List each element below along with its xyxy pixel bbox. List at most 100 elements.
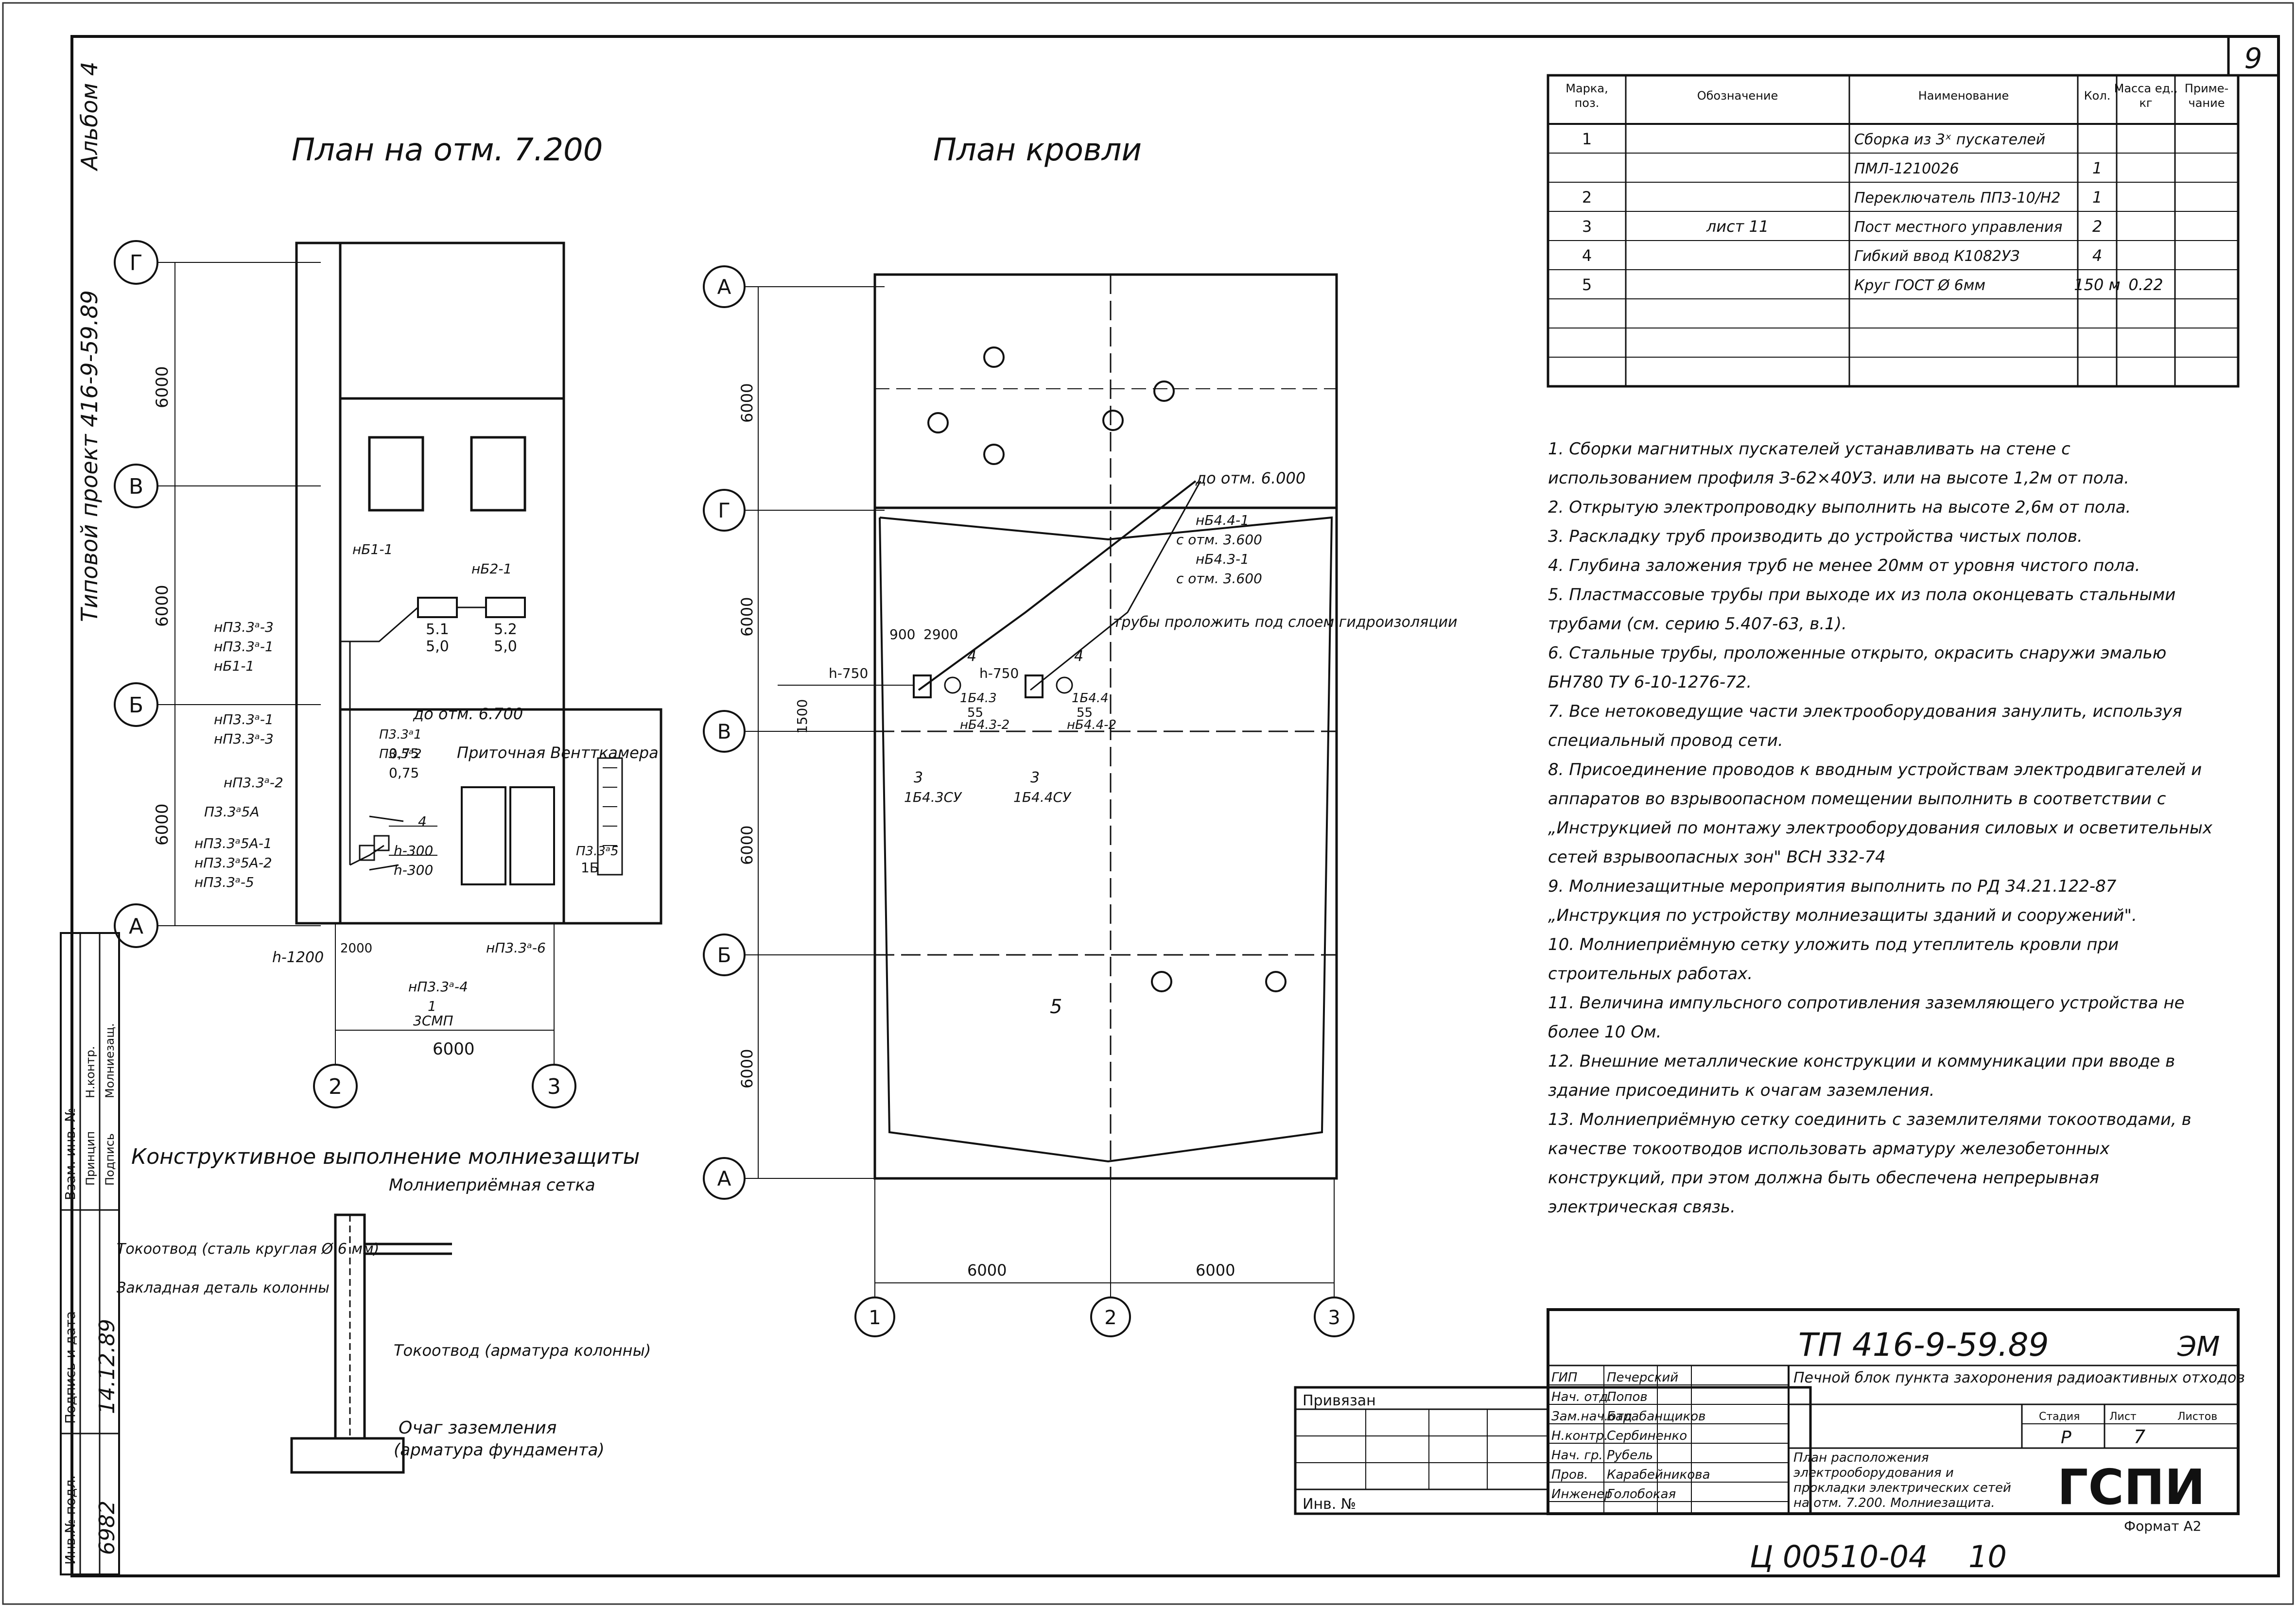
plan2-dim-v0: 6000 xyxy=(738,383,756,423)
spec-cell: Круг ГОСТ Ø 6мм xyxy=(1854,277,1985,294)
note-line: трубами (см. серию 5.407-63, в.1). xyxy=(1548,614,1847,634)
cell-1-bottom: 5,0 xyxy=(494,638,517,655)
spec-cell: 1 xyxy=(1582,130,1592,148)
spec-header: чание xyxy=(2189,96,2225,110)
general-notes: 1. Сборки магнитных пускателей устанавли… xyxy=(1548,439,2213,1217)
detail-label: Очаг заземления xyxy=(399,1418,557,1438)
plan1-axis-row-3: А xyxy=(129,914,143,939)
spec-header: поз. xyxy=(1575,96,1600,110)
note-line: 5. Пластмассовые трубы при выходе их из … xyxy=(1548,585,2175,605)
strip-label-inv: Инв.№ подл. xyxy=(62,1475,78,1565)
tb-role: Н.контр. xyxy=(1551,1429,1608,1443)
sheet-number: 9 xyxy=(2244,42,2262,75)
spec-cell: 4 xyxy=(2092,246,2102,265)
p1-label: нП3.3ᵃ-1 xyxy=(214,711,274,727)
axis-bubble xyxy=(313,1064,358,1108)
plan2-axis-row-0: А xyxy=(717,275,731,299)
project-side-label: Типовой проект 416-9-59.89 xyxy=(76,290,103,622)
roof-fixture xyxy=(1151,971,1172,992)
p2-label: 1Б4.3СУ xyxy=(904,789,962,805)
plan-level-7200: План на отм. 7.200 Г В Б А 6000 6000 600… xyxy=(114,132,662,1108)
album-label: Альбом 4 xyxy=(76,62,103,172)
plan1-axis-row-0: Г xyxy=(130,251,143,276)
tb-person: Барабанщиков xyxy=(1607,1409,1706,1424)
p1-label: нБ1-1 xyxy=(352,541,393,557)
p2-label: нБ4.3-2 xyxy=(960,718,1009,732)
strip-check-0: Принцип xyxy=(84,1131,97,1186)
note-line: 9. Молниезащитные мероприятия выполнить … xyxy=(1548,877,2117,896)
plan2-labels: нБ4.4-1 с отм. 3.600 нБ4.3-1 с отм. 3.60… xyxy=(794,512,1262,1018)
p1-label: нП3.3ᵃ-1 xyxy=(214,639,274,655)
tb-stage: Р xyxy=(2061,1428,2071,1448)
plan-roof: План кровли А Г В Б А 6000 6000 6000 600… xyxy=(703,132,1458,1337)
p2-label: с отм. 3.600 xyxy=(1176,570,1262,587)
note-line: конструкций, при этом должна быть обеспе… xyxy=(1548,1168,2099,1188)
plan2-dim-h1: 6000 xyxy=(1196,1261,1235,1279)
plan1-title: План на отм. 7.200 xyxy=(292,132,603,168)
strip-label-replace: Взам. инв. № xyxy=(62,1108,78,1200)
cell-2-top: 0,75 xyxy=(389,745,419,761)
plan2-axis-row-1: Г xyxy=(718,499,731,522)
spec-cell: 2 xyxy=(1582,188,1592,207)
spec-header: Масса ед., xyxy=(2114,82,2178,95)
cell-2-bottom: 0,75 xyxy=(389,765,419,781)
tb-inv-label: Инв. № xyxy=(1303,1496,1356,1513)
p2-label: с отм. 3.600 xyxy=(1176,532,1262,548)
strip-label-date: Подпись и дата xyxy=(62,1311,78,1424)
p1-label: h-1200 xyxy=(272,949,324,966)
tb-sheets-label: Листов xyxy=(2177,1411,2217,1423)
plan2-axis-row-2: В xyxy=(717,720,731,743)
spec-cell: Переключатель ПП3-10/Н2 xyxy=(1854,190,2060,207)
note-line: 3. Раскладку труб производить до устройс… xyxy=(1548,527,2083,546)
plan2-axis-row-3: Б xyxy=(717,943,731,967)
detail-label: (арматура фундамента) xyxy=(394,1440,605,1460)
spec-header: Обозначение xyxy=(1697,89,1778,103)
plan1-dim-bottom: 6000 xyxy=(433,1039,475,1059)
tb-sheet-label: Лист xyxy=(2109,1411,2137,1423)
p2-label: нБ4.4-1 xyxy=(1196,512,1249,528)
p1-label: нП3.3ᵃ-3 xyxy=(214,619,274,635)
plan1-level-label: до отм. 6.700 xyxy=(413,705,523,723)
p2-label: h-750 xyxy=(829,665,868,681)
detail-label: Закладная деталь колонны xyxy=(117,1279,330,1296)
note-line: 11. Величина импульсного сопротивления з… xyxy=(1548,993,2185,1013)
spec-header: Кол. xyxy=(2084,89,2111,103)
plan2-dim-h0: 6000 xyxy=(967,1261,1007,1279)
tb-role: Пров. xyxy=(1551,1468,1588,1482)
tb-person: Попов xyxy=(1607,1390,1648,1404)
strip-date-value: 14.12.89 xyxy=(95,1319,120,1414)
note-line: 10. Молниеприёмную сетку уложить под уте… xyxy=(1548,935,2119,954)
detail-label: Токоотвод (сталь круглая Ø 6 мм) xyxy=(117,1241,379,1258)
p1-label: нП3.3ᵃ5А-1 xyxy=(194,835,272,851)
plan1-walls xyxy=(295,242,662,925)
plan1-dim-v0: 6000 xyxy=(153,366,172,408)
spec-cell: Сборка из 3ˣ пускателей xyxy=(1854,131,2045,148)
plan1-axis-col-0: 2 xyxy=(329,1074,342,1099)
tb-role: ГИП xyxy=(1551,1370,1578,1385)
note-line: использованием профиля З-62×40УЗ. или на… xyxy=(1548,468,2129,488)
tb-stage-label: Стадия xyxy=(2039,1411,2080,1423)
note-line: 2. Открытую электропроводку выполнить на… xyxy=(1548,498,2131,517)
plan2-level-label: до отм. 6.000 xyxy=(1195,469,1305,487)
tb-sheet-title-wrap: План расположения электрооборудования и … xyxy=(1793,1451,2011,1510)
plan1-axis-row-2: Б xyxy=(129,693,143,718)
spec-cell: 1 xyxy=(2092,188,2102,207)
p2-label: 1Б4.4 xyxy=(1072,691,1109,706)
p2-label: 55 xyxy=(967,706,983,720)
roof-fixture xyxy=(1265,971,1287,992)
detail-label: Токоотвод (арматура колонны) xyxy=(394,1341,651,1360)
roof-fixture xyxy=(1102,410,1124,431)
p1-label: 1 xyxy=(428,998,436,1014)
note-line: аппаратов во взрывоопасном помещении вып… xyxy=(1548,789,2166,809)
spec-cell: ПМЛ-1210026 xyxy=(1854,160,1959,177)
plan2-dim-v3: 6000 xyxy=(738,1049,756,1089)
p2-label: 900 xyxy=(889,626,915,642)
p1-label: 2000 xyxy=(340,941,372,956)
note-line: 12. Внешние металлические конструкции и … xyxy=(1548,1052,2175,1071)
spec-header: Марка, xyxy=(1565,82,1608,95)
note-line: БН780 ТУ 6-10-1276-72. xyxy=(1548,673,1752,692)
note-line: строительных работах. xyxy=(1548,964,1753,984)
plan1-dim-v1: 6000 xyxy=(153,585,172,627)
note-line: 7. Все нетоковедущие части электрооборуд… xyxy=(1548,702,2182,721)
